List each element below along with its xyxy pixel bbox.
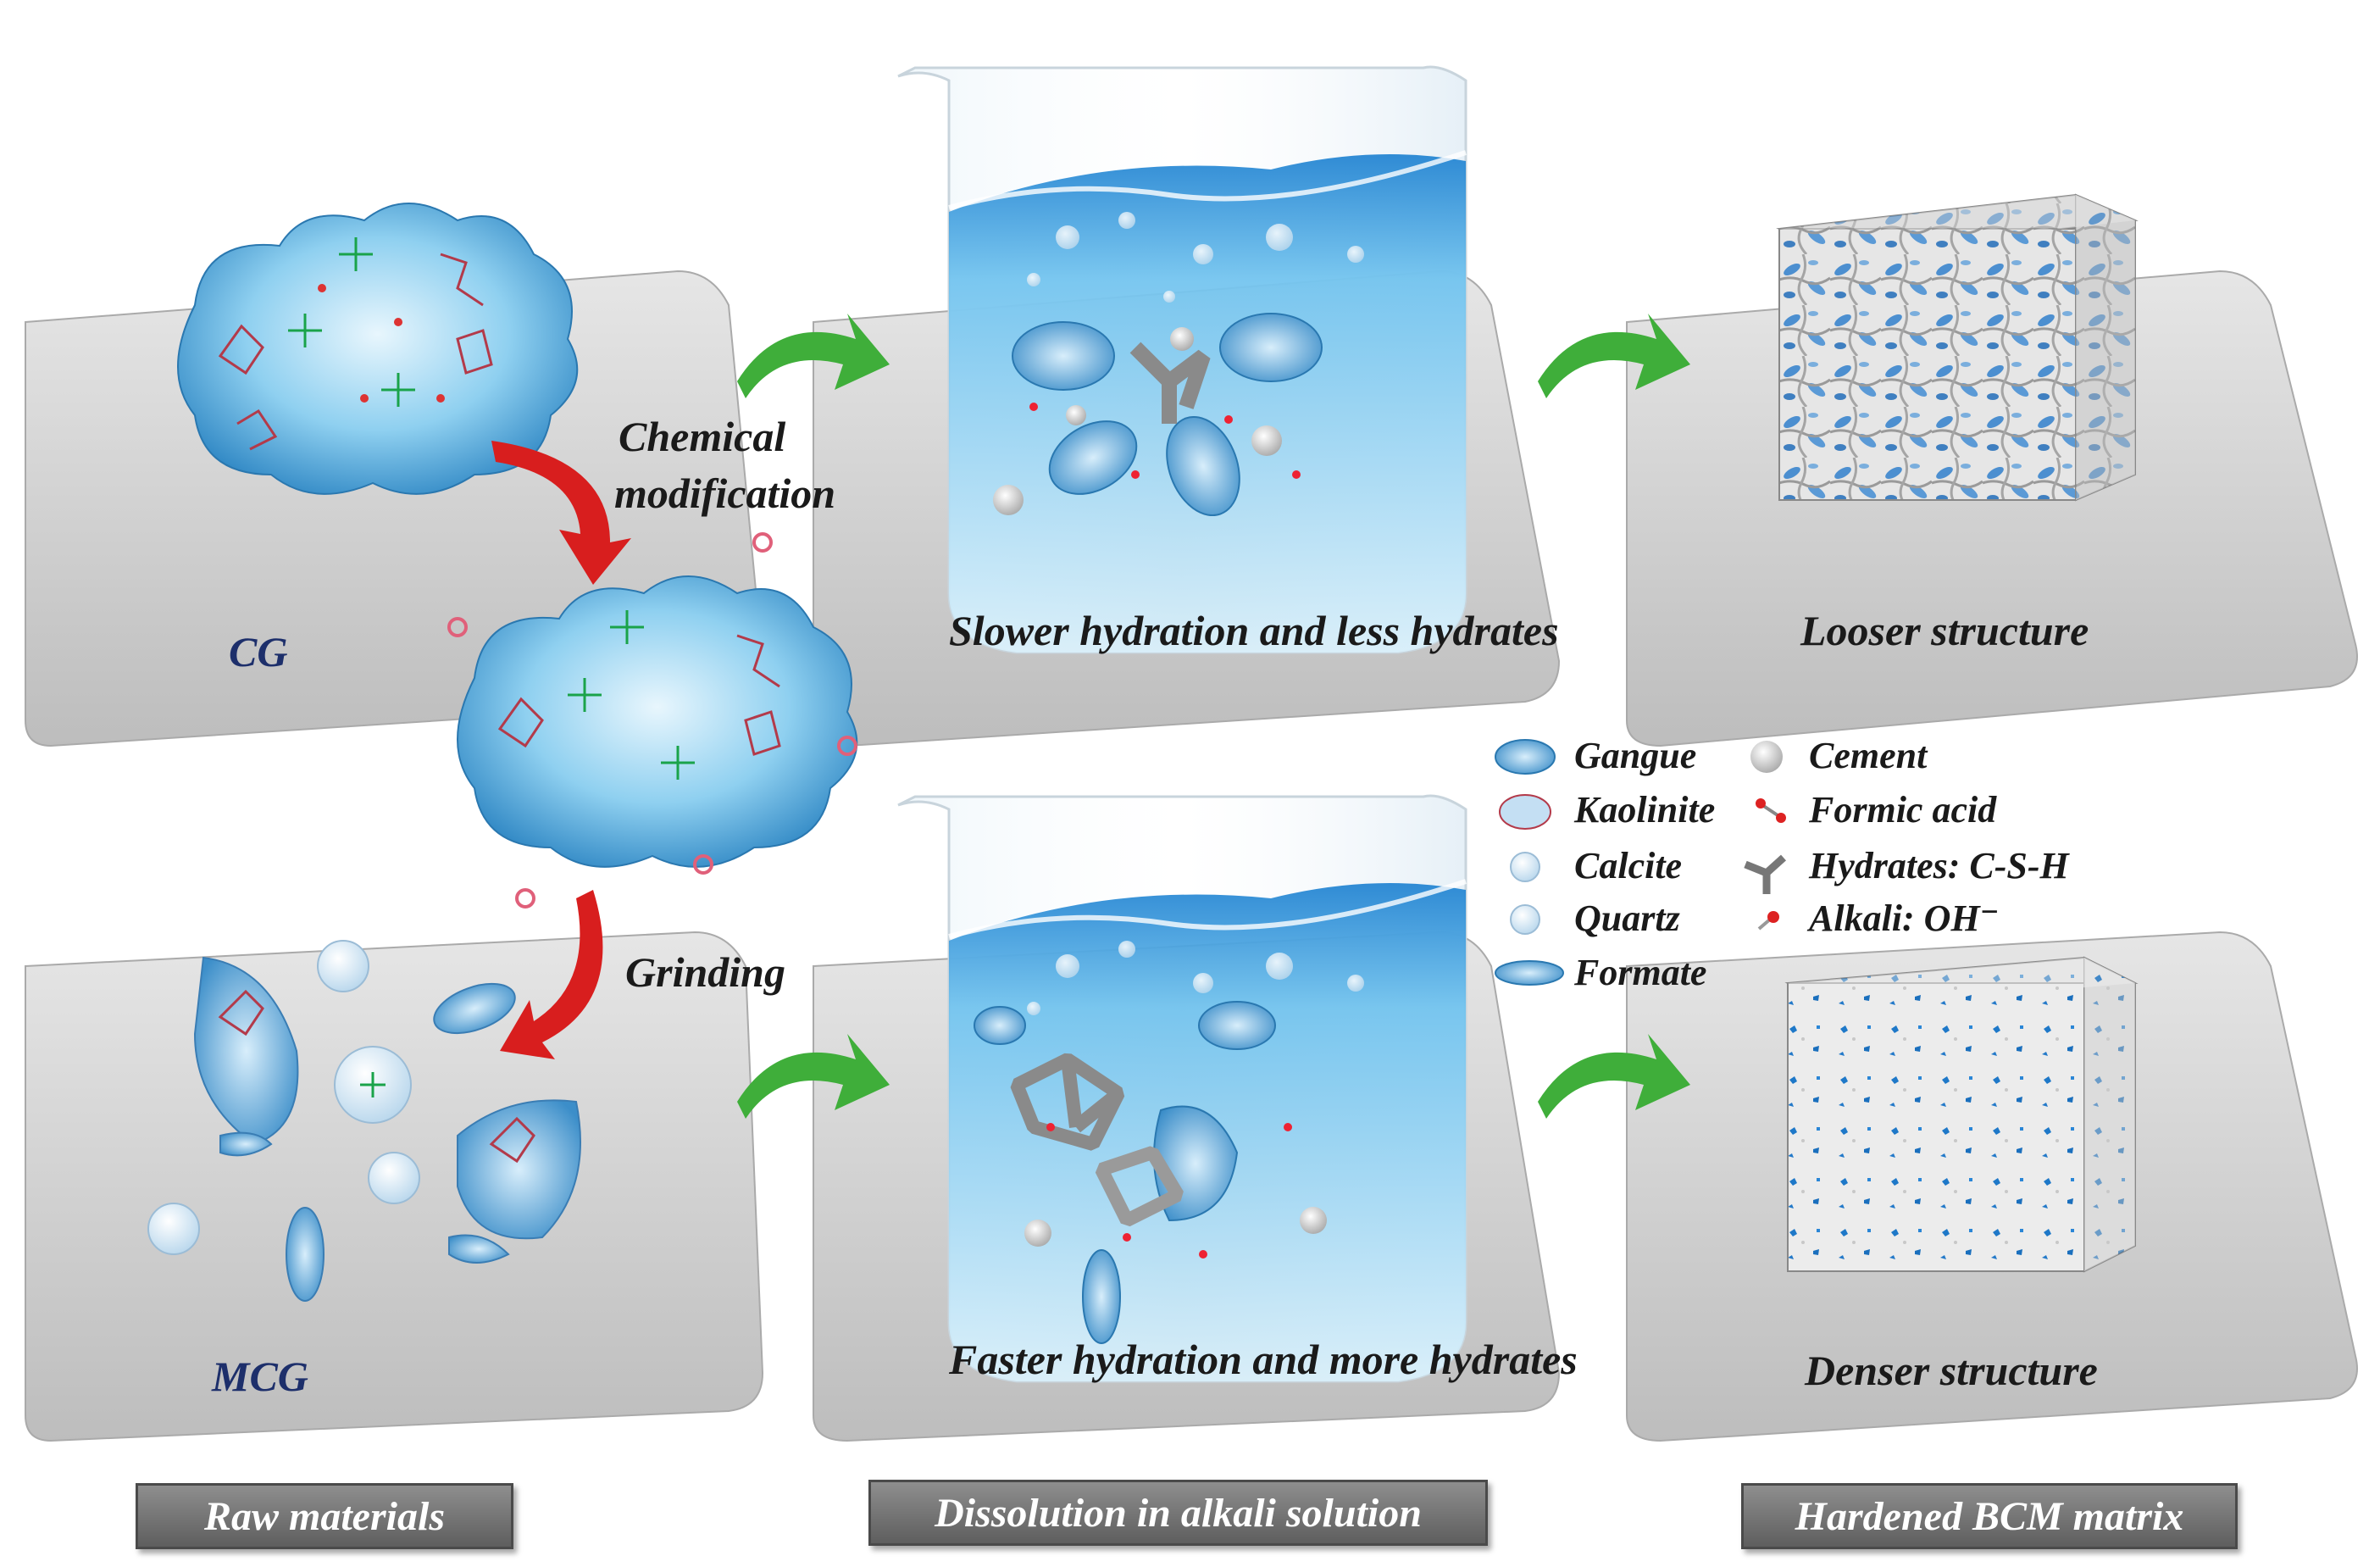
calcite-icon — [1510, 852, 1540, 882]
legend-quartz: Quartz — [1574, 897, 1680, 939]
chemical-label: Chemical — [619, 413, 786, 460]
gangue-icon — [1495, 739, 1556, 775]
grinding-label: Grinding — [625, 948, 785, 996]
legend-formic-acid: Formic acid — [1809, 789, 1997, 831]
slower-contents — [993, 313, 1323, 517]
beaker-top — [897, 65, 1467, 654]
slower-caption: Slower hydration and less hydrates — [949, 607, 1559, 654]
mcg-label: MCG — [212, 1353, 308, 1400]
footer-hardened: Hardened BCM matrix — [1741, 1483, 2238, 1549]
legend-formate: Formate — [1574, 952, 1707, 993]
modification-label: modification — [614, 470, 836, 517]
green-arrow-icon — [737, 314, 1690, 1119]
formic-acid-icon — [1756, 798, 1786, 823]
cement-icon — [1750, 741, 1783, 773]
legend-calcite: Calcite — [1574, 845, 1683, 886]
looser-cube — [1776, 193, 2139, 502]
legend-kaolinite: Kaolinite — [1574, 789, 1716, 831]
alkali-icon — [1757, 911, 1779, 931]
cg-gangue-cloud — [177, 203, 579, 495]
red-arrow-icon — [491, 441, 631, 1059]
legend-icons — [1495, 739, 1787, 986]
footer-dissolution: Dissolution in alkali solution — [868, 1480, 1488, 1546]
legend-alkali: Alkali: OH⁻ — [1809, 897, 2000, 939]
kaolinite-icon — [1499, 794, 1551, 830]
faster-caption: Faster hydration and more hydrates — [949, 1336, 1578, 1383]
modified-gangue-cloud — [447, 532, 858, 909]
denser-caption: Denser structure — [1805, 1347, 2098, 1394]
faster-contents — [974, 1001, 1327, 1344]
legend-hydrates: Hydrates: C-S-H — [1809, 845, 2069, 886]
looser-caption: Looser structure — [1800, 607, 2089, 654]
footer-raw-materials: Raw materials — [136, 1483, 513, 1549]
legend-cement: Cement — [1809, 735, 1928, 776]
denser-cube — [1784, 956, 2139, 1273]
mcg-particles — [147, 940, 581, 1302]
formate-icon — [1495, 960, 1564, 986]
cg-label: CG — [229, 628, 288, 675]
quartz-icon — [1510, 904, 1540, 935]
beaker-bottom — [897, 794, 1467, 1383]
legend-gangue: Gangue — [1574, 735, 1697, 776]
hydrates-icon — [1744, 854, 1787, 894]
bubbles — [1027, 212, 1364, 1015]
